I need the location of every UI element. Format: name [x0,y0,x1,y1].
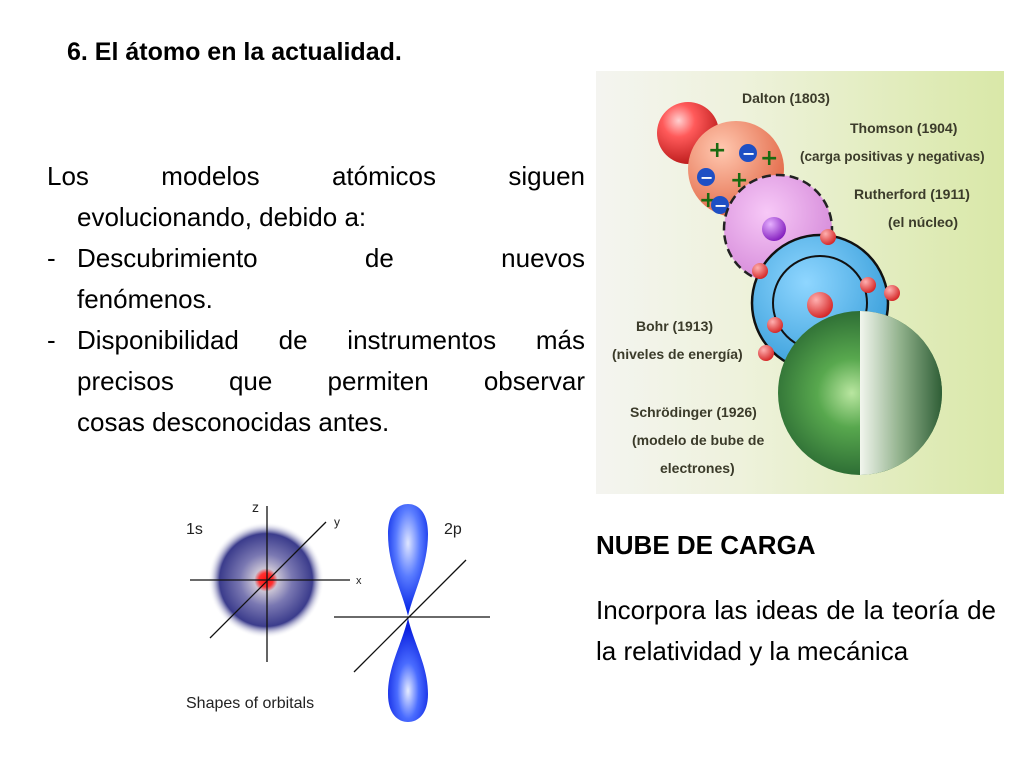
orbitals-caption: Shapes of orbitals [186,695,314,712]
electron-negative [697,168,715,186]
minus-charge: − [714,196,727,215]
rutherford-nucleus [762,217,786,241]
bohr-electron [860,277,876,293]
bohr-electron [767,317,783,333]
label-rutherford-note: (el núcleo) [888,214,958,230]
body-text: Los modelos atómicos siguen evolucionand… [47,156,585,443]
bullet-first-line: Descubrimiento de nuevos [77,243,585,273]
label-dalton: Dalton (1803) [742,90,830,106]
label-rutherford: Rutherford (1911) [854,186,970,202]
label-bohr-note: (niveles de energía) [612,346,743,362]
minus-charge: − [742,144,755,163]
bullet-item: - Descubrimiento de nuevos fenómenos. [47,238,585,320]
bohr-electron [820,229,836,245]
bohr-electron [752,263,768,279]
orbital-2p-upper-lobe [388,504,428,616]
electron-negative [739,144,757,162]
bullet-second-line: precisos que permiten observar [77,366,585,396]
nube-de-carga-heading: NUBE DE CARGA [596,530,816,560]
label-thomson-note: (carga positivas y negativas) [800,149,985,164]
axis-z-label: z [252,499,259,515]
label-1s: 1s [186,521,203,538]
axis-2p-diagonal [353,559,467,673]
axis-x-label: x [356,575,362,587]
bohr-nucleus [807,292,833,318]
plus-charge: + [708,138,726,163]
bullet-dash: - [47,325,56,355]
label-bohr: Bohr (1913) [636,318,713,334]
plus-charge: + [760,146,778,171]
electron-negative [711,196,729,214]
orbitals-figure: 1s z y x 2p Shapes of orbitals [180,496,500,726]
bohr-electron [884,285,900,301]
schrodinger-half [860,311,942,475]
label-schrodinger-note: (modelo de bube de [632,432,764,448]
atomic-models-figure: + + + + − − − Dalton (1803) Thomson (190… [596,71,1004,494]
intro-continuation: evolucionando, debido a: [77,202,367,232]
label-schrodinger: Schrödinger (1926) [630,404,757,420]
minus-charge: − [700,168,713,187]
bullet-item: - Disponibilidad de instrumentos más pre… [47,320,585,443]
nube-de-carga-text: Incorpora las ideas de la teoría de la r… [596,595,996,666]
intro-paragraph: Los modelos atómicos siguen evolucionand… [47,156,585,238]
label-schrodinger-note: electrones) [660,460,735,476]
bullet-first-line: Disponibilidad de instrumentos más [77,325,585,355]
bullet-rest: cosas desconocidas antes. [77,407,390,437]
intro-lead: Los modelos atómicos siguen [47,161,585,191]
bohr-electron [758,345,774,361]
slide-title: 6. El átomo en la actualidad. [67,38,402,66]
bullet-dash: - [47,243,56,273]
bullet-rest: fenómenos. [77,284,213,314]
axis-y-line [209,521,327,639]
axis-y-label: y [334,515,340,529]
label-2p: 2p [444,521,462,538]
label-thomson: Thomson (1904) [850,120,957,136]
orbital-2p-lower-lobe [388,618,428,722]
